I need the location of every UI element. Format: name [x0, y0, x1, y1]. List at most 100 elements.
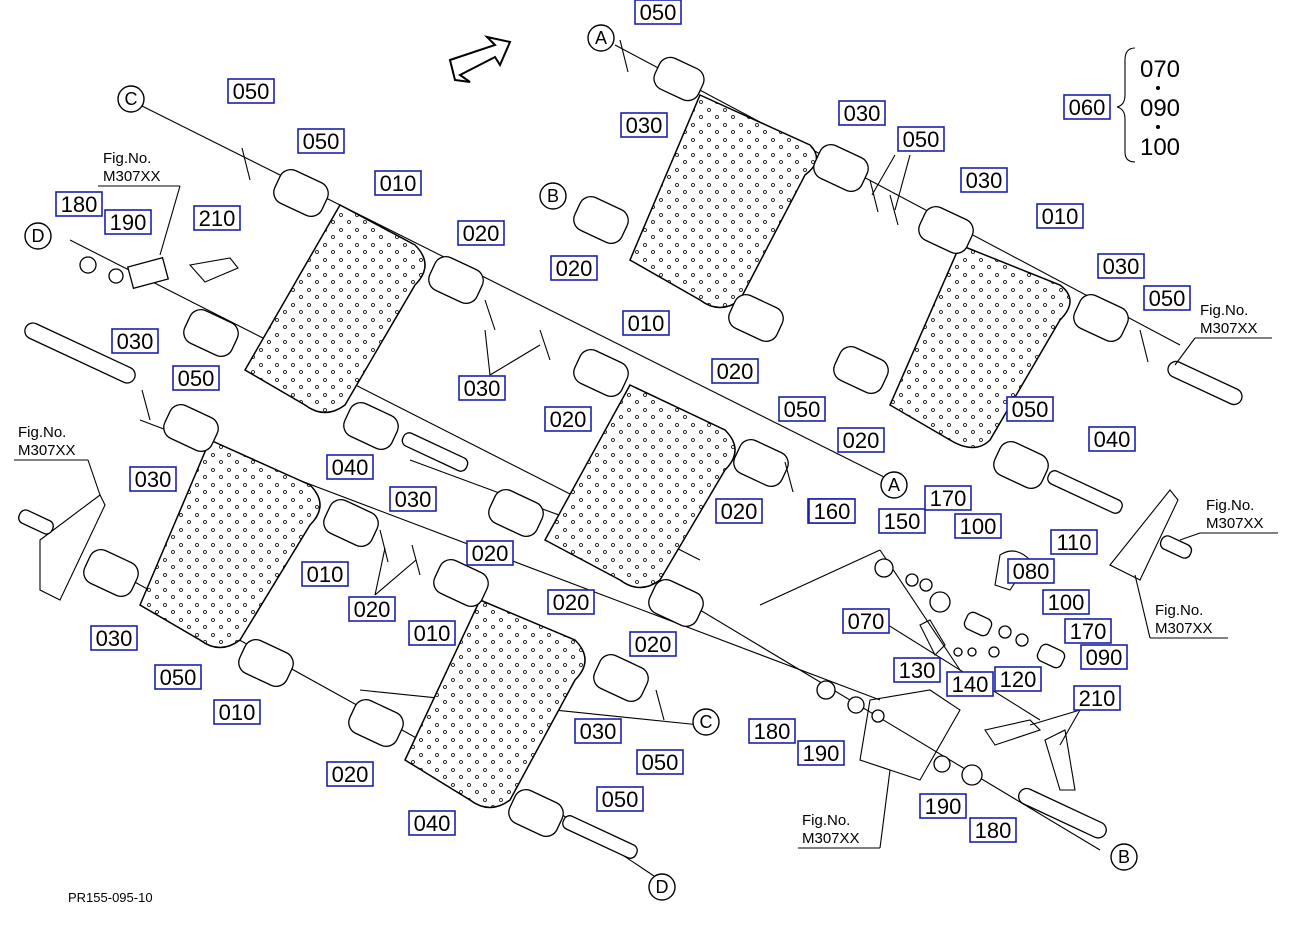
svg-text:030: 030	[96, 626, 133, 651]
svg-text:Fig.No.: Fig.No.	[802, 812, 850, 829]
svg-text:090: 090	[1086, 645, 1123, 670]
part-label: 160	[808, 498, 856, 524]
part-label: 020	[547, 589, 595, 615]
part-label: 050	[154, 664, 202, 690]
belt-bottom-center	[404, 599, 586, 809]
svg-text:140: 140	[952, 672, 989, 697]
svg-text:100: 100	[960, 514, 997, 539]
svg-text:050: 050	[903, 127, 940, 152]
ref-circle-c-top: C	[117, 85, 145, 113]
part-label: 180	[969, 817, 1017, 843]
part-label: 020	[550, 255, 598, 281]
part-label: 050	[297, 128, 345, 154]
part-label: 020	[711, 358, 759, 384]
svg-text:050: 050	[640, 0, 677, 25]
svg-text:050: 050	[1149, 286, 1186, 311]
belt-top-left	[243, 203, 426, 414]
svg-text:180: 180	[975, 818, 1012, 843]
svg-text:190: 190	[110, 210, 147, 235]
part-label: 210	[193, 205, 241, 231]
svg-text:010: 010	[380, 171, 417, 196]
part-label: 090	[1080, 644, 1128, 670]
ref-circle-c-bottom: C	[692, 708, 720, 736]
svg-text:050: 050	[642, 750, 679, 775]
svg-text:M307XX: M307XX	[1155, 620, 1213, 637]
group-item-1: 070	[1140, 56, 1180, 83]
svg-text:B: B	[1118, 847, 1130, 867]
part-label: 030	[574, 718, 622, 744]
part-label: 010	[374, 170, 422, 196]
svg-text:010: 010	[414, 621, 451, 646]
part-label: 050	[636, 749, 684, 775]
svg-text:Fig.No.: Fig.No.	[1200, 302, 1248, 319]
svg-text:030: 030	[135, 467, 172, 492]
svg-text:020: 020	[635, 632, 672, 657]
part-label: 050	[634, 0, 682, 25]
part-label: 190	[919, 793, 967, 819]
part-label: 030	[458, 375, 506, 401]
group-bracket	[1116, 47, 1160, 163]
svg-text:C: C	[125, 89, 138, 109]
svg-text:020: 020	[721, 499, 758, 524]
ref-circle-d-left: D	[24, 222, 52, 250]
part-label: 030	[129, 466, 177, 492]
part-label: 100	[1042, 589, 1090, 615]
svg-text:M307XX: M307XX	[1200, 320, 1258, 337]
svg-text:Fig.No.: Fig.No.	[18, 424, 66, 441]
ref-circle-b-bottom: B	[1110, 843, 1138, 871]
svg-text:M307XX: M307XX	[1206, 515, 1264, 532]
svg-text:050: 050	[303, 129, 340, 154]
svg-text:080: 080	[1013, 559, 1050, 584]
fig-ref-left-top: Fig.No. M307XX	[98, 150, 181, 256]
svg-text:020: 020	[550, 407, 587, 432]
svg-text:030: 030	[117, 329, 154, 354]
svg-text:020: 020	[553, 590, 590, 615]
fig-ref-right-top: Fig.No. M307XX	[1174, 302, 1272, 366]
belt-top-right	[889, 244, 1071, 449]
ref-circle-a-mid: A	[880, 471, 908, 499]
part-label: 040	[408, 810, 456, 836]
svg-text:M307XX: M307XX	[18, 442, 76, 459]
fig-ref-left-mid: Fig.No. M307XX	[14, 424, 101, 496]
svg-text:020: 020	[332, 762, 369, 787]
part-label: 050	[596, 786, 644, 812]
fig-ref-right-mid: Fig.No. M307XX	[1179, 497, 1278, 541]
part-label: 030	[620, 112, 668, 138]
part-label: 050	[1143, 285, 1191, 311]
svg-text:010: 010	[307, 562, 344, 587]
part-label: 030	[111, 328, 159, 354]
svg-text:040: 040	[1094, 427, 1131, 452]
svg-text:020: 020	[843, 428, 880, 453]
part-label: 030	[960, 167, 1008, 193]
svg-text:M307XX: M307XX	[103, 168, 161, 185]
svg-text:020: 020	[717, 359, 754, 384]
svg-text:040: 040	[332, 455, 369, 480]
rollers	[18, 56, 1243, 859]
svg-text:030: 030	[844, 101, 881, 126]
part-label: 100	[954, 513, 1002, 539]
part-label: 020	[326, 761, 374, 787]
svg-text:210: 210	[1079, 686, 1116, 711]
part-label: 080	[1007, 558, 1055, 584]
part-label: 020	[715, 498, 763, 524]
svg-text:A: A	[888, 475, 900, 495]
svg-text:010: 010	[219, 700, 256, 725]
part-label: 030	[838, 100, 886, 126]
svg-text:100: 100	[1048, 590, 1085, 615]
part-label: 050	[172, 365, 220, 391]
svg-text:170: 170	[1070, 619, 1107, 644]
part-label: 020	[544, 406, 592, 432]
svg-text:030: 030	[580, 719, 617, 744]
svg-text:030: 030	[966, 168, 1003, 193]
part-label: 150	[878, 508, 926, 534]
part-label: 110	[1050, 529, 1098, 555]
part-label: 020	[837, 427, 885, 453]
part-label: 050	[778, 396, 826, 422]
svg-text:030: 030	[464, 376, 501, 401]
part-label: 180	[748, 718, 796, 744]
svg-text:040: 040	[414, 811, 451, 836]
svg-text:Fig.No.: Fig.No.	[1155, 602, 1203, 619]
ref-circle-d-bottom: D	[648, 873, 676, 901]
ref-circle-a-top: A	[587, 24, 615, 52]
